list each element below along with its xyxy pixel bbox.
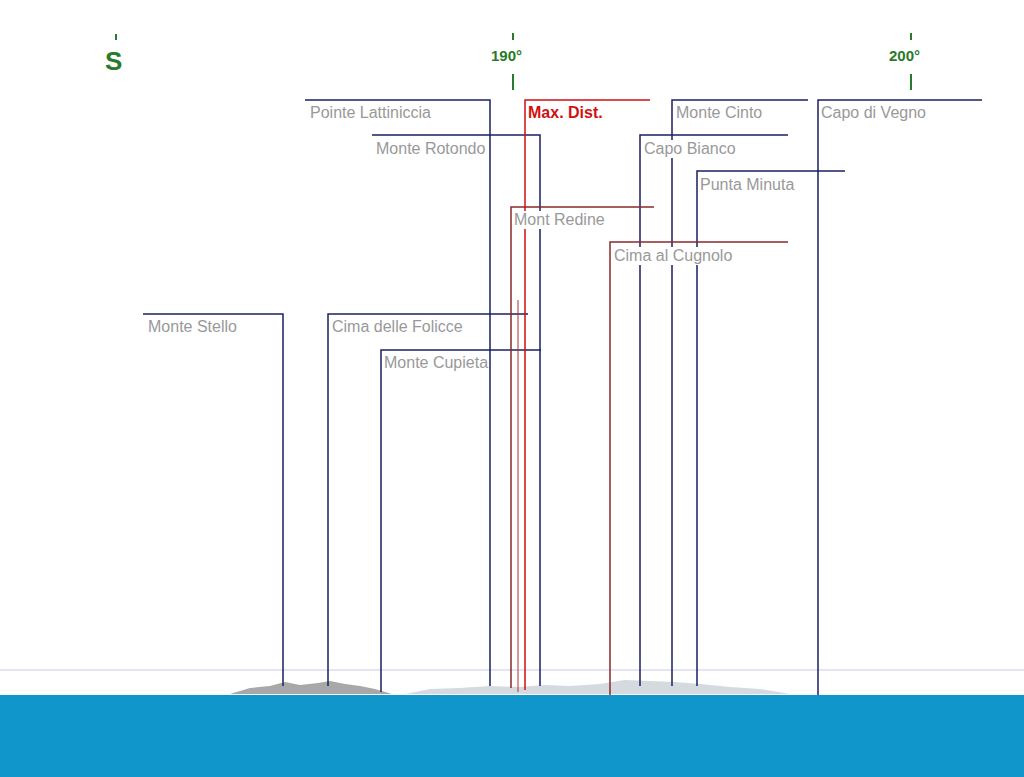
peak-label: Monte Stello (147, 318, 238, 336)
compass-direction: S (104, 46, 123, 76)
peak-label: Cima delle Folicce (331, 318, 464, 336)
peak-label: Capo Bianco (643, 140, 737, 158)
peak-label: Mont Redine (513, 211, 606, 229)
peak-label: Monte Rotondo (375, 140, 486, 158)
peak-label: Cima al Cugnolo (613, 247, 733, 265)
peak-label: Capo di Vegno (820, 104, 927, 122)
peak-label: Monte Cupieta (383, 354, 489, 372)
peak-label: Punta Minuta (699, 176, 795, 194)
bearing-mark: 190° (490, 47, 523, 64)
max-distance-label: Max. Dist. (527, 104, 604, 122)
peak-label: Pointe Lattiniccia (309, 104, 432, 122)
bearing-mark: 200° (888, 47, 921, 64)
peak-label: Monte Cinto (675, 104, 763, 122)
